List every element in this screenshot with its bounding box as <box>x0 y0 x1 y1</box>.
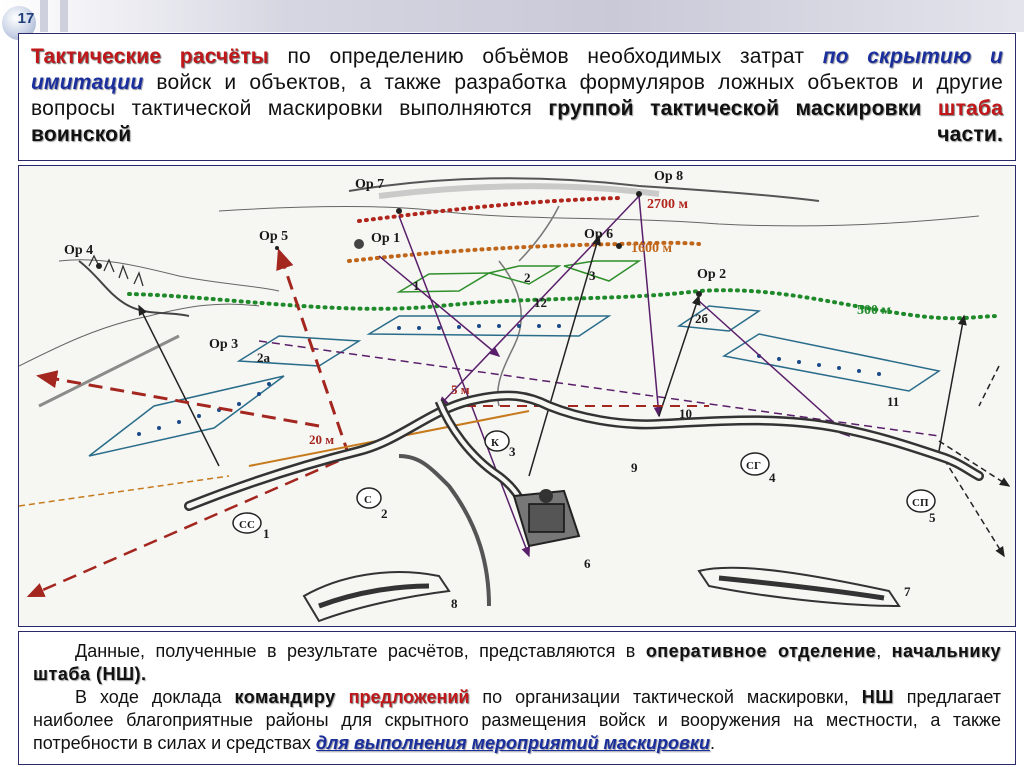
marker-c: С <box>364 494 372 506</box>
header-stripe <box>60 0 68 32</box>
object-label-10: 10 <box>679 406 692 421</box>
zone-label-2a: 2а <box>257 350 271 365</box>
paragraph-proposals: В ходе доклада командиру предложений по … <box>33 686 1001 755</box>
term-operations-department: оперативное отделение <box>645 641 877 661</box>
line-2700m <box>357 196 621 223</box>
term-masking-group: группой тактической маскировки <box>548 97 922 120</box>
horizon-ridge <box>348 177 820 202</box>
intro-text: по определению объёмов необходимых затра… <box>268 45 823 68</box>
intro-text: войск и объектов, а также разработка фор… <box>31 71 1003 120</box>
masking-diagram: Ор 7 Ор 8 Ор 5 Ор 1 Ор 6 Ор 2 Ор 4 Ор 3 … <box>18 165 1016 627</box>
term-ns: НШ <box>861 687 894 707</box>
body-text: предлагает наиболее благоприятные районы… <box>33 687 1001 753</box>
object-label-8: 8 <box>451 596 458 611</box>
vehicle-dots <box>137 324 881 436</box>
object-label-2: 2 <box>381 506 388 521</box>
body-text: по организации тактической маскировки, <box>469 687 862 707</box>
object-label-3: 3 <box>509 444 516 459</box>
command-bunker <box>512 489 581 548</box>
zone-label-1: 1 <box>413 278 420 293</box>
marker-sp: СП <box>912 497 929 509</box>
conclusion-text-box: Данные, полученные в результате расчётов… <box>18 631 1016 765</box>
term-staff: штаба <box>937 97 1003 120</box>
intro-text <box>922 97 938 120</box>
object-label-5: 5 <box>929 510 936 525</box>
term-masking-measures: для выполнения мероприятий маскировки <box>315 733 710 753</box>
body-text: Данные, полученные в результате расчётов… <box>75 641 646 661</box>
ridge-shading <box>378 183 660 199</box>
object-label-6: 6 <box>584 556 591 571</box>
intro-text-box: Тактические расчёты по определению объём… <box>18 33 1016 161</box>
term-tactical-calculations: Тактические расчёты <box>31 45 269 68</box>
label-or5: Ор 5 <box>259 229 288 244</box>
label-or4: Ор 4 <box>64 243 93 258</box>
object-label-9: 9 <box>631 460 638 475</box>
term-proposals: предложений <box>348 687 470 707</box>
intro-paragraph: Тактические расчёты по определению объём… <box>31 44 1003 174</box>
label-2700m: 2700 м <box>647 197 689 212</box>
terrain-sketch: Ор 7 Ор 8 Ор 5 Ор 1 Ор 6 Ор 2 Ор 4 Ор 3 … <box>19 166 1014 625</box>
label-500m: 500 м <box>857 303 892 318</box>
header-stripe <box>40 0 48 32</box>
zone-label-3: 3 <box>589 268 596 283</box>
terrain-line <box>19 303 260 367</box>
position-markers <box>232 430 936 534</box>
label-or6: Ор 6 <box>584 227 613 242</box>
paragraph-data-report: Данные, полученные в результате расчётов… <box>33 640 1001 686</box>
body-text <box>336 687 349 707</box>
object-label-7: 7 <box>904 584 911 599</box>
object-label-1: 1 <box>263 526 270 541</box>
zone-label-2b: 2б <box>695 311 709 326</box>
term-military-unit: воинской части. <box>31 123 1003 146</box>
road <box>518 205 560 262</box>
label-or2: Ор 2 <box>697 267 726 282</box>
zone-label-11: 11 <box>887 394 899 409</box>
forest-edge <box>78 260 190 317</box>
zone-label-12: 12 <box>534 295 547 310</box>
body-text: В ходе доклада <box>75 687 235 707</box>
trees <box>88 254 144 287</box>
header-bar <box>0 0 1024 32</box>
term-chief-of-staff: начальнику штаба (НШ). <box>33 641 1001 684</box>
zone-group-blue <box>88 305 941 457</box>
shelters <box>302 566 901 623</box>
label-1600m: 1600 м <box>631 241 673 256</box>
terrain-shading <box>38 334 180 408</box>
zone-label-2: 2 <box>524 270 531 285</box>
label-or3: Ор 3 <box>209 337 238 352</box>
label-20m: 20 м <box>309 432 334 447</box>
label-or7: Ор 7 <box>355 177 384 192</box>
body-text: . <box>709 733 715 753</box>
zone-group-green <box>396 260 642 293</box>
line-500m <box>127 288 1001 321</box>
road <box>496 260 522 407</box>
label-or8: Ор 8 <box>654 169 683 184</box>
object-label-4: 4 <box>769 470 776 485</box>
label-or1: Ор 1 <box>371 231 400 246</box>
label-5m: 5 м <box>451 382 470 397</box>
term-concealment-imitation: по скрытию и имитации <box>31 45 1003 94</box>
observation-point-markers <box>96 191 702 297</box>
conclusion-text: Данные, полученные в результате расчётов… <box>33 640 1001 755</box>
terrain-line <box>218 205 980 227</box>
observation-rays <box>19 195 1011 598</box>
term-commander: командиру <box>234 687 336 707</box>
body-text: , <box>876 641 892 661</box>
line-1600m <box>347 240 701 263</box>
marker-k: К <box>491 437 499 449</box>
marker-cc: СС <box>239 519 255 531</box>
terrain-line <box>58 259 280 292</box>
marker-cg: СГ <box>746 460 761 472</box>
slide-number: 17 <box>17 9 35 27</box>
